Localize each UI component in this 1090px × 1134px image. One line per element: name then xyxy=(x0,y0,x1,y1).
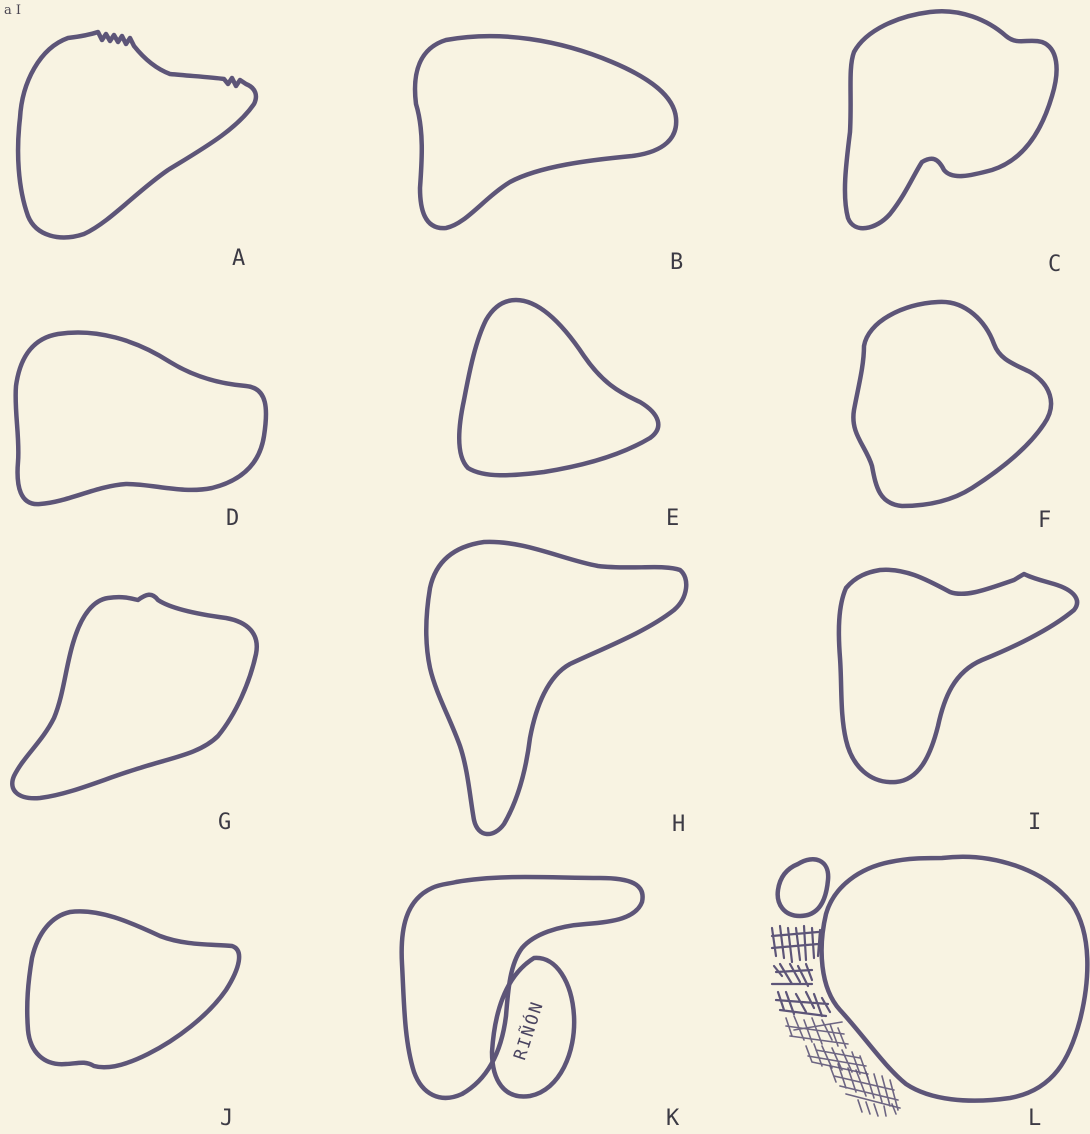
outline-figure-f xyxy=(853,302,1051,506)
kidney-label: RIÑÓN xyxy=(508,998,548,1063)
figure-label-c: C xyxy=(1048,254,1061,276)
figure-label-h: H xyxy=(672,814,685,836)
outline-figure-b xyxy=(415,36,676,228)
outline-figure-c xyxy=(845,11,1057,228)
figure-label-j: J xyxy=(220,1108,233,1130)
hatched-mass xyxy=(772,926,900,1116)
figure-label-e: E xyxy=(666,508,679,530)
figure-label-f: F xyxy=(1038,510,1051,532)
outline-figure-e xyxy=(459,300,658,475)
figure-label-a: A xyxy=(232,248,245,270)
outline-figure-j xyxy=(27,911,239,1067)
outline-figure-a xyxy=(18,32,256,237)
outline-figure-l xyxy=(822,857,1088,1101)
outline-figure-i xyxy=(839,570,1077,782)
figure-label-g: G xyxy=(218,812,231,834)
outline-figure-k xyxy=(402,877,643,1098)
outline-figure-g xyxy=(12,595,256,799)
figure-label-l: L xyxy=(1028,1108,1041,1130)
small-organ-outline xyxy=(778,859,828,916)
figure-label-i: I xyxy=(1028,812,1041,834)
figure-label-b: B xyxy=(670,252,683,274)
figure-label-d: D xyxy=(226,508,239,530)
figure-label-k: K xyxy=(666,1108,679,1130)
outline-figure-h xyxy=(426,542,686,834)
outline-figure-d xyxy=(16,332,266,504)
